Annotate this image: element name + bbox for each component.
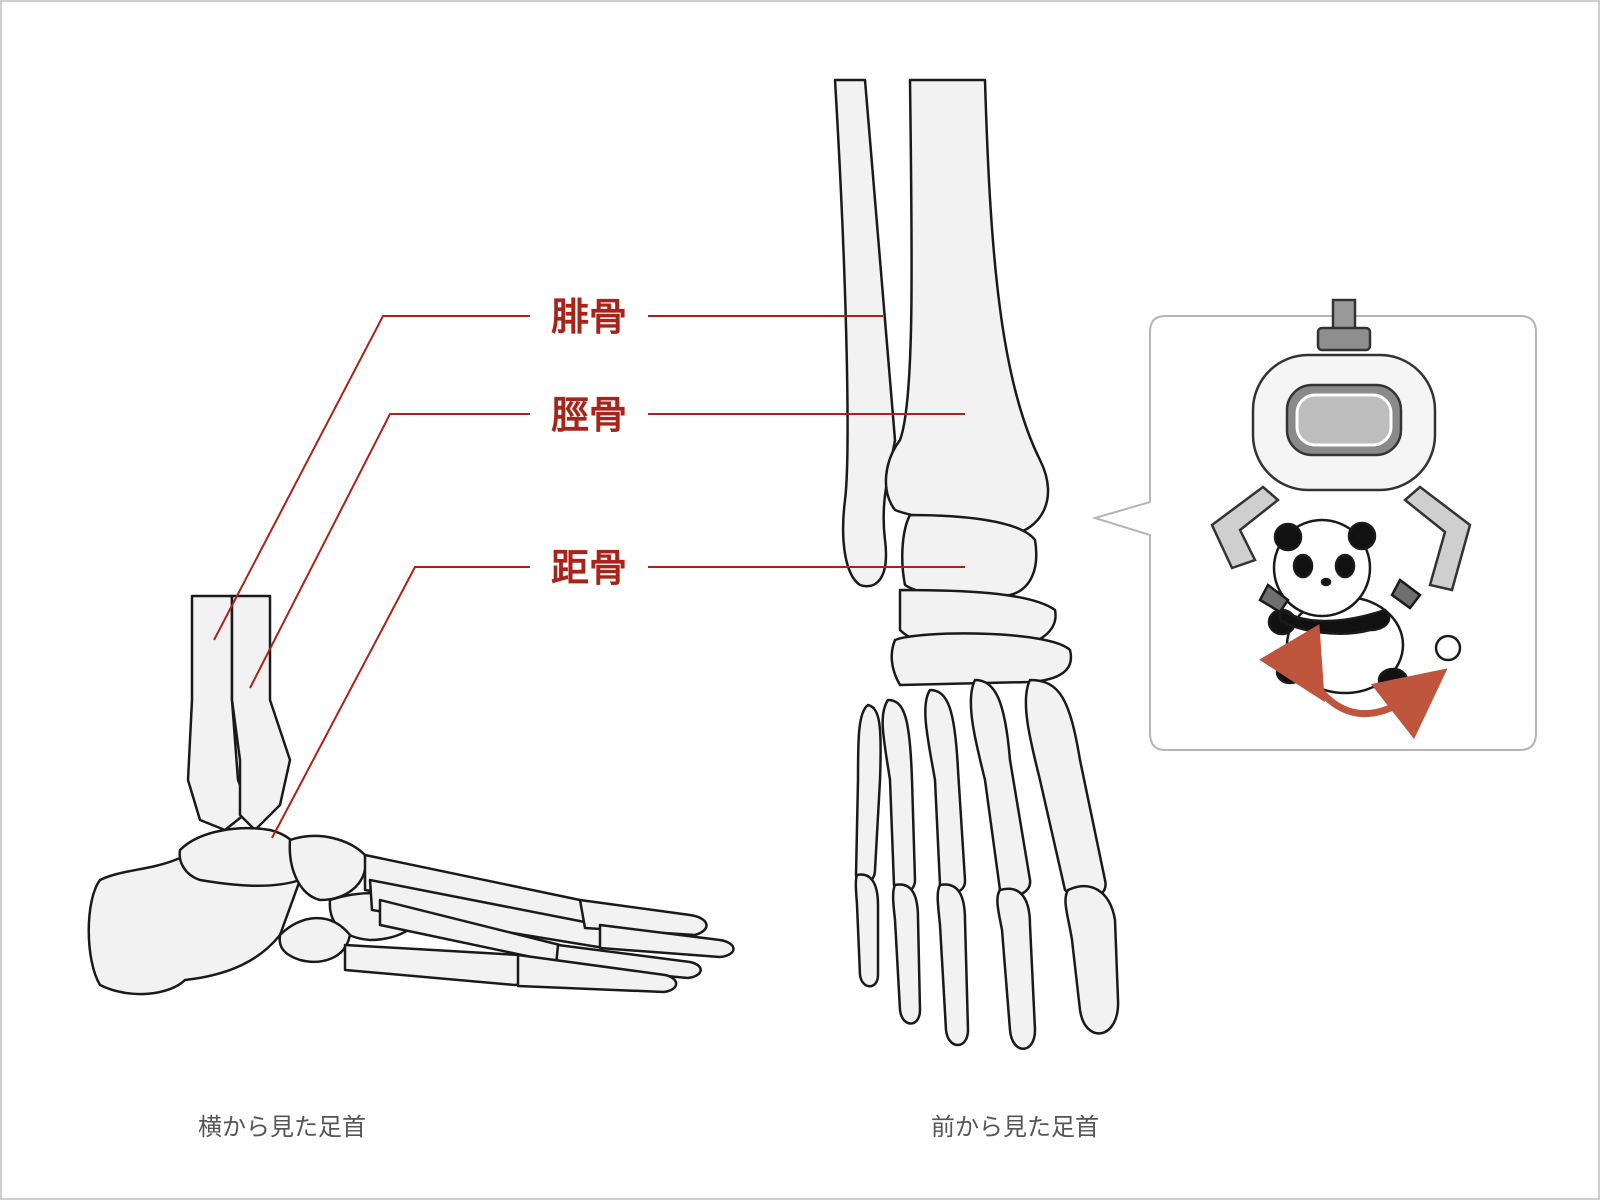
- leader-tibia-left: [249, 413, 530, 689]
- label-tibia: 脛骨: [551, 393, 627, 437]
- front-metatarsal-1: [1024, 678, 1107, 900]
- front-talus: [901, 513, 1038, 599]
- caption-side-view: 横から見た足首: [198, 1113, 366, 1141]
- front-metatarsal-4: [881, 698, 917, 894]
- label-fibula: 腓骨: [551, 295, 627, 339]
- front-fibula: [833, 78, 897, 588]
- leader-fibula-left: [213, 315, 530, 641]
- caption-front-view: 前から見た足首: [931, 1113, 1099, 1141]
- side-talus: [178, 826, 304, 887]
- side-navicular: [288, 834, 368, 902]
- crane-claw-icon: [1210, 298, 1472, 592]
- side-phalanx-3: [554, 943, 702, 980]
- front-phalanx-2: [996, 887, 1037, 1050]
- side-phalanx-2: [598, 923, 735, 959]
- label-talus: 距骨: [551, 546, 627, 590]
- front-metatarsal-5: [854, 703, 882, 884]
- front-phalanx-3: [936, 883, 970, 1047]
- rotation-arrow-icon: [1259, 624, 1448, 740]
- leader-lines: [213, 315, 965, 839]
- front-tibia: [884, 78, 1050, 537]
- inset-callout: [1091, 298, 1537, 751]
- side-cuboid: [278, 916, 352, 963]
- leader-talus-left: [271, 566, 530, 839]
- calcaneus: [87, 852, 302, 996]
- side-view-foot: [87, 594, 735, 996]
- front-view-foot: [833, 78, 1120, 1050]
- front-cuneiform-row: [890, 632, 1073, 687]
- side-tibia-shaft: [230, 594, 292, 832]
- front-metatarsal-2: [969, 678, 1032, 897]
- front-phalanx-1: [1064, 885, 1120, 1035]
- front-metatarsal-3: [924, 688, 967, 894]
- front-phalanx-4: [891, 883, 922, 1025]
- front-phalanx-5: [854, 873, 880, 988]
- side-phalanx-5: [516, 953, 678, 994]
